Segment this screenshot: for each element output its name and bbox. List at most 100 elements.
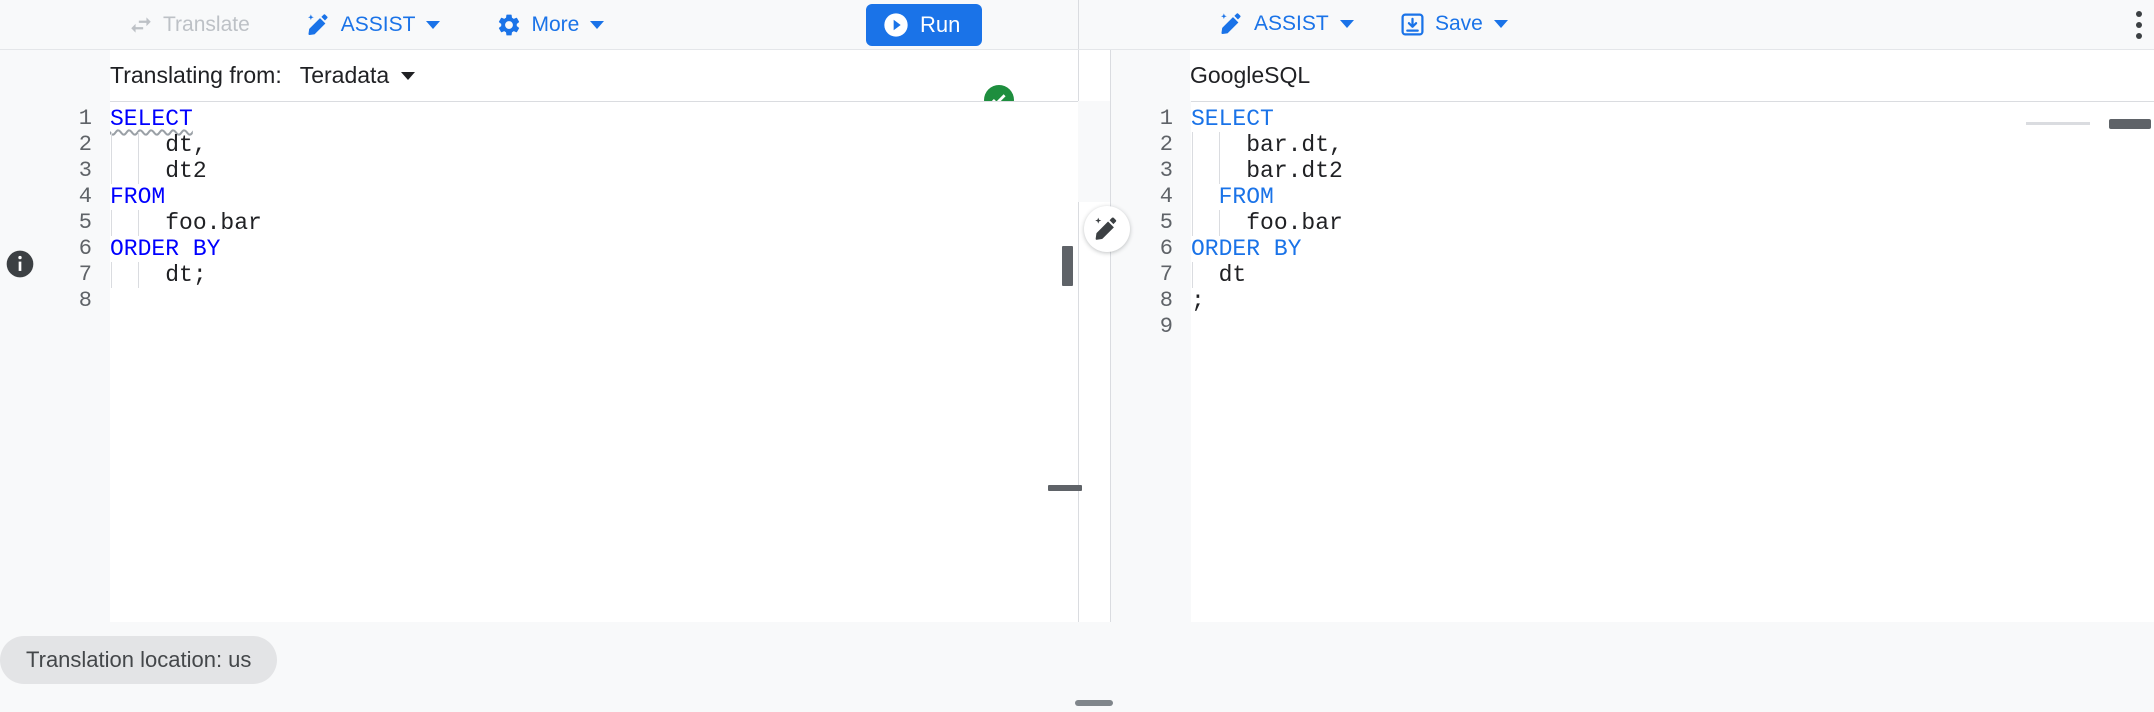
code-line[interactable]: bar.dt2: [1191, 158, 1343, 184]
source-line-gutter: [0, 101, 110, 622]
save-icon: [1399, 11, 1426, 38]
chevron-down-icon: [401, 71, 416, 80]
vertical-scrollbar-thumb[interactable]: [2109, 119, 2151, 129]
dot: [2136, 33, 2142, 39]
source-assist-label: ASSIST: [340, 12, 416, 36]
indent-guide: [111, 262, 112, 288]
indent-guide: [138, 210, 139, 236]
chevron-down-icon: [590, 20, 605, 29]
magic-wand-fab-button[interactable]: [1084, 206, 1130, 252]
line-number: 4: [1159, 184, 1173, 209]
code-line[interactable]: [110, 288, 262, 314]
sql-token: dt: [1218, 262, 1247, 288]
code-line[interactable]: SELECT: [110, 106, 262, 132]
code-line[interactable]: dt: [1191, 262, 1343, 288]
indent-guide: [1192, 262, 1193, 288]
info-icon[interactable]: [4, 248, 36, 280]
line-number: 1: [78, 106, 92, 131]
gear-icon: [496, 12, 522, 38]
target-assist-label: ASSIST: [1254, 12, 1329, 35]
sql-token: bar.dt,: [1246, 132, 1343, 158]
code-line[interactable]: FROM: [110, 184, 262, 210]
code-line[interactable]: ;: [1191, 288, 1343, 314]
source-assist-button[interactable]: ASSIST: [296, 8, 451, 42]
more-button[interactable]: More: [486, 8, 614, 42]
chevron-down-icon: [1339, 20, 1354, 28]
target-dialect-area: GoogleSQL: [1190, 50, 2154, 101]
code-line[interactable]: ORDER BY: [1191, 236, 1343, 262]
indent-guide: [138, 262, 139, 288]
indent-guide: [111, 132, 112, 158]
line-number: 9: [1159, 314, 1173, 339]
divider: [1191, 101, 2154, 102]
sql-token: dt2: [165, 158, 207, 184]
line-number: 4: [78, 184, 92, 209]
source-gutter-header: [0, 50, 110, 101]
save-label: Save: [1435, 12, 1483, 35]
translation-location-chip[interactable]: Translation location: us: [0, 636, 278, 684]
target-toolbar: Run ASSIST: [866, 0, 2154, 49]
magic-wand-icon: [306, 12, 332, 38]
save-button[interactable]: Save: [1389, 7, 1518, 41]
code-line[interactable]: foo.bar: [1191, 210, 1343, 236]
panel-resize-handle[interactable]: [1075, 700, 1113, 706]
code-line[interactable]: dt2: [110, 158, 262, 184]
more-label: More: [531, 12, 580, 36]
sql-keyword: FROM: [1218, 184, 1274, 210]
target-line-gutter: [1111, 101, 1191, 622]
horizontal-resize-handle[interactable]: [1048, 485, 1082, 491]
code-line[interactable]: ORDER BY: [110, 236, 262, 262]
source-dialect-select[interactable]: Teradata: [300, 62, 416, 89]
sql-keyword: FROM: [110, 184, 166, 210]
indent-guide: [138, 158, 139, 184]
translate-button[interactable]: Translate: [118, 8, 260, 42]
line-number: 1: [1159, 106, 1173, 131]
line-number: 8: [1159, 288, 1173, 313]
code-line[interactable]: bar.dt,: [1191, 132, 1343, 158]
indent-guide: [111, 158, 112, 184]
indent: [1191, 262, 1219, 288]
code-line[interactable]: SELECT: [1191, 106, 1343, 132]
code-line[interactable]: foo.bar: [110, 210, 262, 236]
footer-bar: Translation location: us: [0, 622, 2154, 712]
chevron-down-icon: [1493, 20, 1508, 28]
run-label: Run: [920, 12, 961, 37]
sql-token: foo.bar: [1246, 210, 1343, 236]
dot: [2136, 11, 2142, 17]
code-line[interactable]: FROM: [1191, 184, 1343, 210]
source-toolbar: Translate ASSIST: [0, 0, 1078, 49]
more-vert-icon[interactable]: [2119, 5, 2154, 45]
run-button[interactable]: Run: [866, 4, 983, 46]
vertical-resize-handle[interactable]: [1062, 246, 1073, 286]
source-dialect-area: Translating from: Teradata: [110, 50, 1078, 101]
scrollbar-track: [2026, 122, 2090, 125]
indent-guide: [1219, 158, 1220, 184]
line-number: 5: [1159, 210, 1173, 235]
target-assist-button[interactable]: ASSIST: [1209, 7, 1364, 41]
divider: [110, 101, 1078, 102]
line-number: 3: [1159, 158, 1173, 183]
sql-token: foo.bar: [165, 210, 262, 236]
line-number: 3: [78, 158, 92, 183]
code-line[interactable]: dt;: [110, 262, 262, 288]
source-dialect-value: Teradata: [299, 62, 390, 88]
toolbar-divider: [1078, 0, 1079, 49]
sql-token: bar.dt2: [1246, 158, 1343, 184]
code-line[interactable]: dt,: [110, 132, 262, 158]
indent-guide: [1192, 132, 1193, 158]
target-gutter-header: [1110, 50, 1190, 101]
sql-token: dt,: [165, 132, 207, 158]
indent-guide: [1192, 210, 1193, 236]
splitter-line: [1078, 202, 1079, 712]
sql-keyword: ORDER BY: [110, 236, 221, 262]
code-line[interactable]: [1191, 314, 1343, 340]
labelrow-divider: [1078, 50, 1079, 101]
sql-token: ;: [1191, 288, 1205, 314]
indent-guide: [1192, 158, 1193, 184]
